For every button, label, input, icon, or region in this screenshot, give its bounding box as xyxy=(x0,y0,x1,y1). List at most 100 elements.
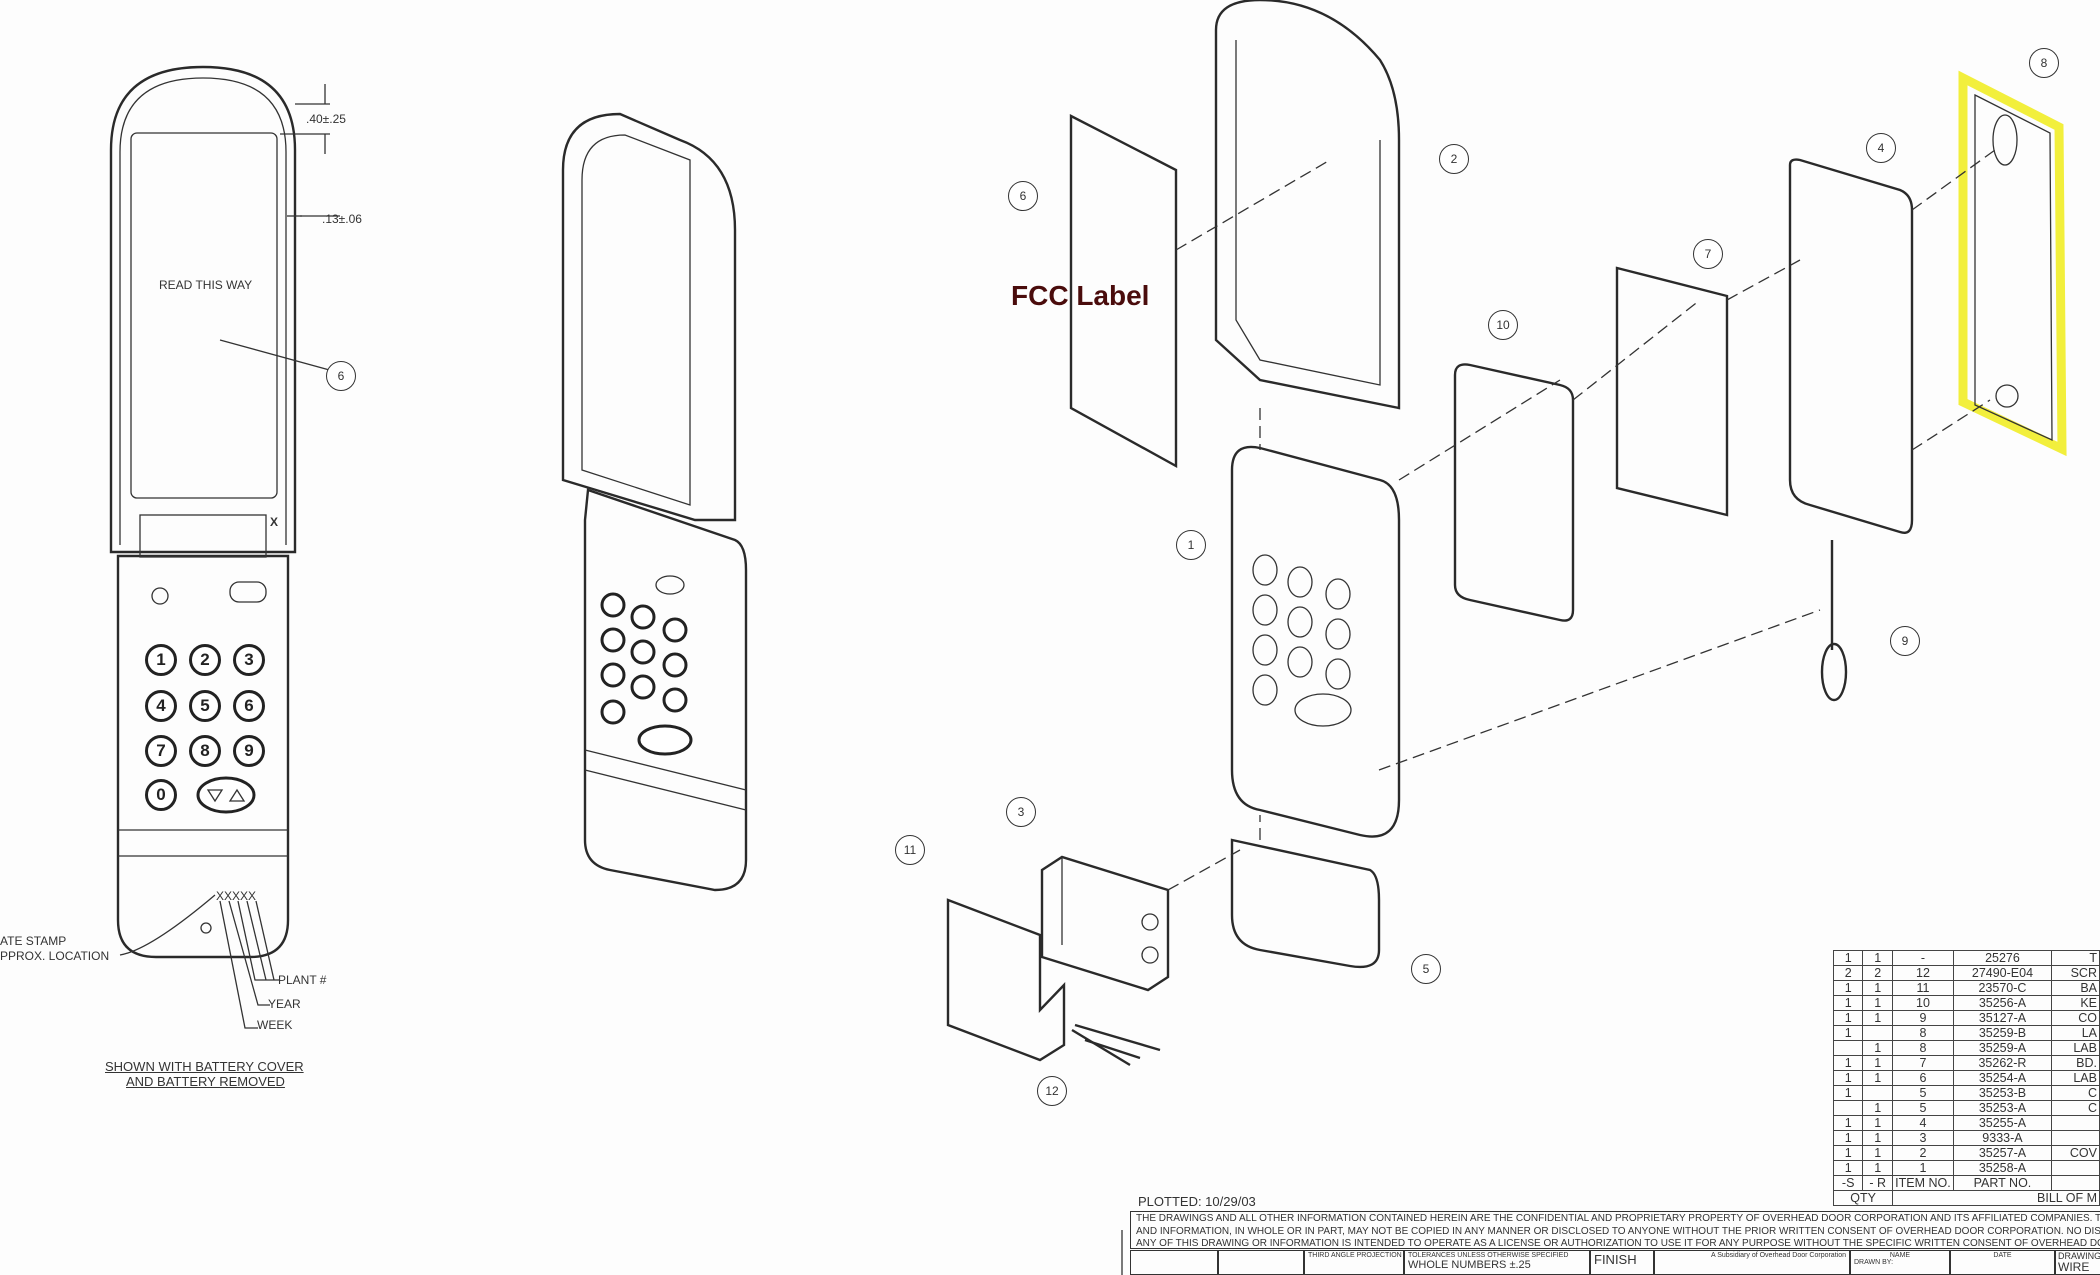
finish-cell: FINISH xyxy=(1590,1250,1654,1275)
company-label: A Subsidiary of Overhead Door Corporatio… xyxy=(1710,1252,1846,1259)
item-no: 5 xyxy=(1892,1085,1954,1101)
item-no: 9 xyxy=(1892,1010,1954,1026)
keypad-key: 5 xyxy=(189,690,221,722)
dimension-top: .40±.25 xyxy=(306,112,346,126)
callout-balloon: 11 xyxy=(895,835,925,865)
date-code: XXXXX xyxy=(216,889,257,903)
part-no: 35255-A xyxy=(1952,1115,2053,1131)
qty-r: 1 xyxy=(1862,995,1894,1011)
qty-s xyxy=(1832,1040,1864,1056)
callout-balloon: 1 xyxy=(1176,530,1206,560)
qty-s: 1 xyxy=(1832,950,1864,966)
part-no: 35259-A xyxy=(1952,1040,2053,1056)
header-description xyxy=(2051,1175,2100,1191)
body-key-opening xyxy=(1294,693,1352,727)
part-no: 35262-R xyxy=(1952,1055,2053,1071)
callout-balloon: 4 xyxy=(1866,133,1896,163)
callout-balloon: 12 xyxy=(1037,1076,1067,1106)
qty-s: 1 xyxy=(1832,1055,1864,1071)
body-key-opening xyxy=(1252,674,1278,706)
callout-balloon: 2 xyxy=(1439,144,1469,174)
item-no: 8 xyxy=(1892,1040,1954,1056)
qty-s: 1 xyxy=(1832,1070,1864,1086)
part-no: 9333-A xyxy=(1952,1130,2053,1146)
qty-s: 1 xyxy=(1832,1160,1864,1176)
hinge-mark: X xyxy=(270,515,279,529)
description: SCR xyxy=(2051,965,2100,981)
qty-s: 1 xyxy=(1832,1085,1864,1101)
qty-s: 1 xyxy=(1832,1130,1864,1146)
part-no: 35253-A xyxy=(1952,1100,2053,1116)
callout-balloon: 8 xyxy=(2029,48,2059,78)
callout-balloon: 9 xyxy=(1890,626,1920,656)
keypad-key: 4 xyxy=(145,690,177,722)
item-no: 5 xyxy=(1892,1100,1954,1116)
description: T xyxy=(2051,950,2100,966)
body-key-opening xyxy=(1325,578,1351,610)
body-key-opening xyxy=(1252,554,1278,586)
description: BD. xyxy=(2051,1055,2100,1071)
qty-s: 1 xyxy=(1832,1025,1864,1041)
qty-s: 1 xyxy=(1832,1010,1864,1026)
body-key-opening xyxy=(1252,594,1278,626)
projection-cell: THIRD ANGLE PROJECTION xyxy=(1304,1250,1404,1275)
body-key-opening xyxy=(1325,658,1351,690)
drawing-title-cell: DRAWING TIWIRE xyxy=(2055,1250,2100,1275)
qty-r: 2 xyxy=(1862,965,1894,981)
caption-line-2: AND BATTERY REMOVED xyxy=(126,1074,285,1089)
qty-r: 1 xyxy=(1862,1115,1894,1131)
part-no: 35127-A xyxy=(1952,1010,2053,1026)
part-no: 35258-A xyxy=(1952,1160,2053,1176)
qty-r xyxy=(1862,1025,1894,1041)
body-key-opening xyxy=(1287,646,1313,678)
description: C xyxy=(2051,1100,2100,1116)
header-qty-r: - R xyxy=(1862,1175,1894,1191)
item-no: 2 xyxy=(1892,1145,1954,1161)
projection-label: THIRD ANGLE PROJECTION xyxy=(1308,1252,1402,1259)
qty-r: 1 xyxy=(1862,1070,1894,1086)
keypad-key: 6 xyxy=(233,690,265,722)
callout-balloon: 3 xyxy=(1006,797,1036,827)
whole-numbers-tolerance: WHOLE NUMBERS ±.25 xyxy=(1408,1259,1531,1271)
date-stamp-label: ATE STAMP xyxy=(0,934,67,948)
item-no: - xyxy=(1892,950,1954,966)
read-direction-text: READ THIS WAY xyxy=(159,278,253,292)
drawing-title-label: DRAWING TI xyxy=(2058,1251,2100,1261)
qty-r: 1 xyxy=(1862,1145,1894,1161)
description: LAB xyxy=(2051,1040,2100,1056)
header-qty-s: -S xyxy=(1832,1175,1864,1191)
qty-r: 1 xyxy=(1862,980,1894,996)
part-no: 23570-C xyxy=(1952,980,2053,996)
tolerances-label: TOLERANCES UNLESS OTHERWISE SPECIFIED xyxy=(1408,1252,1569,1259)
bom-title-row: QTY BILL OF M xyxy=(1832,1190,2100,1206)
notice-line: AND INFORMATION, IN WHOLE OR IN PART, MA… xyxy=(1136,1225,2100,1237)
date-label: DATE xyxy=(1993,1252,2012,1259)
fcc-label-annotation: FCC Label xyxy=(1011,280,1150,311)
notice-line: THE DRAWINGS AND ALL OTHER INFORMATION C… xyxy=(1136,1213,2100,1224)
description xyxy=(2051,1130,2100,1146)
qty-r: 1 xyxy=(1862,1055,1894,1071)
year-label: YEAR xyxy=(268,997,301,1011)
description: COV xyxy=(2051,1145,2100,1161)
finish-label: FINISH xyxy=(1594,1252,1637,1267)
body-key-opening xyxy=(1287,606,1313,638)
description: LAB xyxy=(2051,1070,2100,1086)
part-no: 35254-A xyxy=(1952,1070,2053,1086)
keypad-key: 8 xyxy=(189,735,221,767)
item-no: 6 xyxy=(1892,1070,1954,1086)
